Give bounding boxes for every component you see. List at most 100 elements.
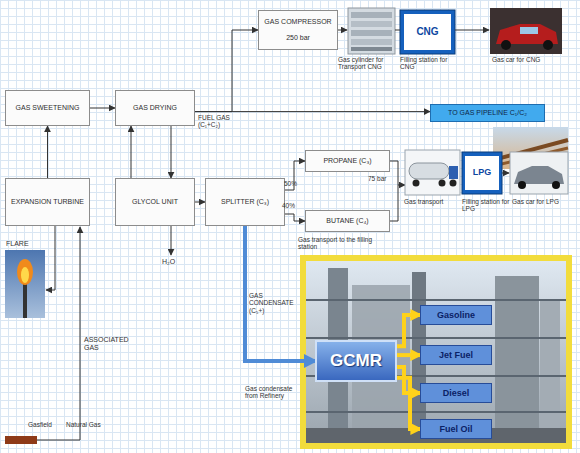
water-outlet-line xyxy=(171,226,172,255)
lpg-chain-arrow xyxy=(502,173,509,174)
node-text: Jet Fuel xyxy=(439,350,473,360)
lpg-truck-picture xyxy=(439,180,446,187)
cng-sign xyxy=(400,10,455,54)
gas-cylinder-picture xyxy=(351,39,392,45)
flare-picture xyxy=(23,282,27,318)
text-label: Gas car for CNG xyxy=(492,56,564,63)
text-label: CNG xyxy=(404,26,451,38)
product-box: BUTANE (C₄) xyxy=(305,210,390,232)
node-text: 250 bar xyxy=(286,34,310,42)
associated-gas-line xyxy=(37,227,80,440)
lpg-truck-picture xyxy=(405,150,460,195)
gas-cylinder-picture xyxy=(351,21,392,27)
text-label: Filling station for LPG xyxy=(462,198,510,213)
text-label: Natural Gas xyxy=(66,421,116,428)
gas-cylinder-picture xyxy=(351,12,392,18)
process-box: EXPANSION TURBINE xyxy=(5,178,90,226)
lpg-sign xyxy=(465,156,499,190)
lpg-merge-line xyxy=(390,161,405,221)
flare-line xyxy=(46,226,55,290)
process-box: GCMR xyxy=(315,340,397,382)
lpg-truck-picture xyxy=(405,150,460,195)
refinery-photo xyxy=(306,261,566,443)
text-label: H₂O xyxy=(162,258,192,266)
edge-label: GAS CONDENSATE (C₅+) xyxy=(249,292,301,314)
gas-cylinder-picture xyxy=(348,8,395,54)
flow-connector xyxy=(195,111,430,112)
text-label: Gasfield xyxy=(28,421,64,428)
flow-connector xyxy=(397,378,420,429)
text-label: LPG xyxy=(465,167,499,177)
product-box: Jet Fuel xyxy=(420,345,492,365)
pipeline-picture xyxy=(430,122,500,150)
product-box: Gasoline xyxy=(420,305,492,325)
cng-sign xyxy=(400,10,455,54)
flow-connector xyxy=(195,202,205,203)
refinery-photo xyxy=(306,299,566,301)
lpg-car-picture xyxy=(518,181,526,189)
lpg-chain-arrow xyxy=(502,173,509,174)
gas-cylinder-picture xyxy=(348,8,395,54)
node-text: GAS COMPRESSOR xyxy=(264,18,331,26)
process-arrow xyxy=(395,30,400,31)
refinery-photo xyxy=(540,300,560,438)
refinery-photo xyxy=(306,337,566,339)
text-label: Filling station for CNG xyxy=(400,56,460,71)
cng-car-picture xyxy=(490,8,562,54)
text-label: ASSOCIATED GAS xyxy=(84,336,134,352)
lpg-car-picture xyxy=(510,152,568,194)
lpg-truck-picture xyxy=(409,163,449,179)
text-label: Gas transport xyxy=(404,198,459,205)
cng-car-picture xyxy=(543,40,553,50)
flow-connector xyxy=(397,353,420,357)
product-box: Diesel xyxy=(420,383,492,403)
flow-connector xyxy=(47,126,48,178)
text-label: Gas condensate from Refinery xyxy=(245,385,300,400)
text-label: Gas car for LPG xyxy=(512,198,570,205)
lpg-truck-picture xyxy=(449,166,458,179)
node-text: TO GAS PIPELINE C₁/C₂ xyxy=(448,109,527,117)
cng-car-picture xyxy=(520,27,538,34)
flow-connector xyxy=(171,126,172,178)
refinery-photo xyxy=(306,411,566,413)
node-text: GLYCOL UNIT xyxy=(132,198,178,206)
edge-label: 40% xyxy=(282,202,302,209)
product-box: Fuel Oil xyxy=(420,419,492,439)
lpg-truck-picture xyxy=(450,180,457,187)
refinery-photo xyxy=(300,255,572,449)
flow-connector xyxy=(285,161,305,190)
flare-picture xyxy=(17,259,33,285)
gas-cylinder-picture xyxy=(351,30,392,36)
text-label: FLARE xyxy=(6,240,46,248)
process-arrow xyxy=(338,30,489,31)
flow-connector xyxy=(195,30,258,112)
text-label: 75 bar xyxy=(368,175,398,182)
node-text: Diesel xyxy=(443,388,470,398)
process-arrow xyxy=(455,30,489,31)
flare-picture xyxy=(5,250,45,318)
cng-sign xyxy=(404,14,451,50)
lpg-merge-line xyxy=(390,161,398,221)
node-text: SPLITTER (C₃) xyxy=(221,198,269,206)
lpg-merge-line xyxy=(398,185,405,186)
flare-picture xyxy=(5,250,45,318)
node-text: Gasoline xyxy=(437,310,475,320)
node-text: EXPANSION TURBINE xyxy=(11,198,84,206)
gasfield-symbol xyxy=(5,436,37,444)
node-text: GCMR xyxy=(330,351,382,371)
flow-connector xyxy=(90,108,115,109)
node-text: GAS DRYING xyxy=(133,104,177,112)
process-box: GLYCOL UNIT xyxy=(115,178,195,226)
flow-connector xyxy=(285,214,305,221)
flare-line xyxy=(46,226,55,290)
process-box: GAS DRYING xyxy=(115,90,195,126)
associated-gas-line xyxy=(37,227,80,440)
process-arrow xyxy=(338,30,347,31)
output-box: TO GAS PIPELINE C₁/C₂ xyxy=(430,104,545,122)
lpg-truck-picture xyxy=(413,180,420,187)
cng-car-picture xyxy=(490,8,562,54)
edge-label: 50% xyxy=(284,180,304,187)
lpg-car-picture xyxy=(510,152,568,194)
